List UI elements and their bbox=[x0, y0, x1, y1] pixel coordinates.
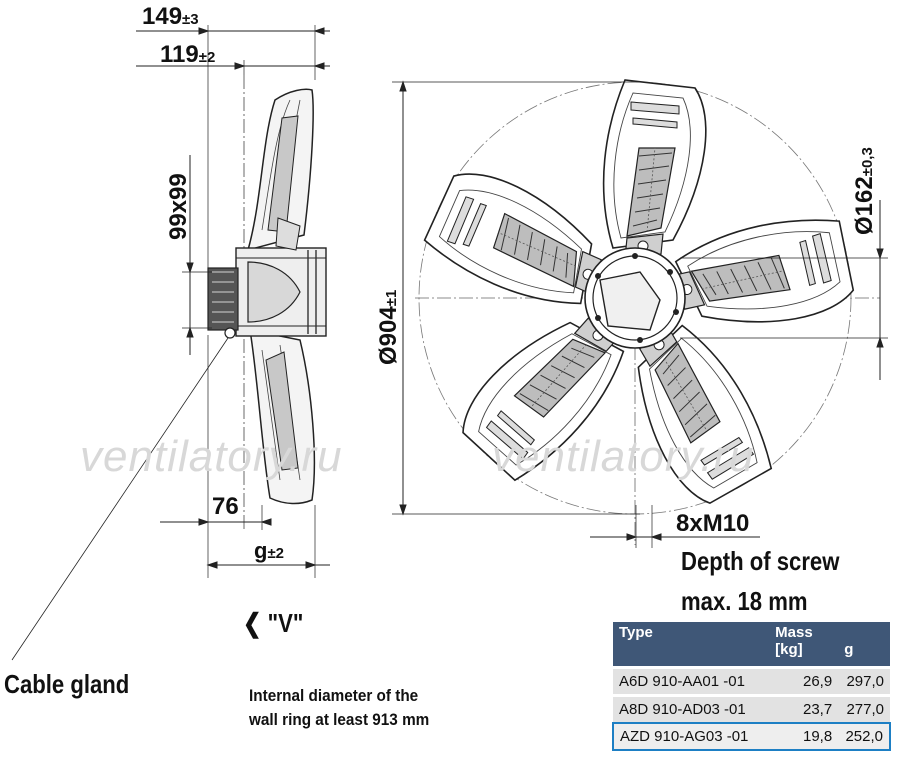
dim-g: g±2 bbox=[254, 538, 284, 563]
table-row: A6D 910-AA01 -01 26,9 297,0 bbox=[613, 666, 890, 696]
row-type: AZD 910-AG03 -01 bbox=[611, 722, 770, 751]
header-g-label: g bbox=[844, 641, 854, 658]
dim-99x99: 99x99 bbox=[165, 173, 192, 240]
dim-76: 76 bbox=[212, 493, 239, 520]
header-mass-label: Mass bbox=[775, 624, 813, 641]
spec-table: Type Mass [kg] g A6D 910-AA01 -01 26,9 2… bbox=[611, 622, 891, 751]
depth-of-screw-line2: max. 18 mm bbox=[681, 586, 808, 616]
side-view: 149±3 119±2 99x99 76 g±2 bbox=[11, 3, 330, 661]
row-g: 252,0 bbox=[838, 722, 891, 751]
dim-diameter-tol: ±1 bbox=[383, 290, 400, 307]
wall-ring-note-line2: wall ring at least 913 mm bbox=[249, 710, 430, 729]
dim-149-tol: ±3 bbox=[182, 11, 199, 28]
table-row: A8D 910-AD03 -01 23,7 277,0 bbox=[613, 694, 890, 723]
header-g: g bbox=[838, 622, 890, 668]
depth-of-screw-line1: Depth of screw bbox=[681, 546, 840, 576]
dim-119-value: 119 bbox=[160, 41, 199, 68]
dim-g-tol: ±2 bbox=[267, 545, 284, 562]
dim-149: 149±3 bbox=[142, 3, 199, 30]
dim-diameter: Ø904±1 bbox=[375, 290, 402, 365]
dim-g-value: g bbox=[254, 538, 267, 563]
table-row-highlighted: AZD 910-AG03 -01 19,8 252,0 bbox=[611, 722, 891, 751]
dim-hub-tol: ±0,3 bbox=[859, 147, 876, 176]
dim-119-tol: ±2 bbox=[199, 49, 216, 66]
wall-ring-note-line1: Internal diameter of the bbox=[249, 686, 419, 705]
dim-hub-value: Ø162 bbox=[851, 176, 878, 235]
dim-diameter-value: Ø904 bbox=[375, 306, 402, 365]
view-label: ❮ "V" bbox=[243, 608, 304, 638]
row-mass: 23,7 bbox=[769, 694, 839, 723]
dim-hub: Ø162±0,3 bbox=[851, 147, 878, 235]
header-type: Type bbox=[613, 622, 770, 668]
row-g: 277,0 bbox=[838, 694, 890, 723]
header-mass: Mass [kg] bbox=[769, 622, 839, 668]
cable-gland-label: Cable gland bbox=[4, 669, 130, 699]
header-mass-unit: [kg] bbox=[775, 641, 803, 658]
row-type: A8D 910-AD03 -01 bbox=[613, 694, 770, 723]
dim-119: 119±2 bbox=[160, 41, 215, 68]
dim-149-value: 149 bbox=[142, 3, 182, 30]
row-g: 297,0 bbox=[838, 666, 890, 696]
row-mass: 19,8 bbox=[769, 722, 839, 751]
row-mass: 26,9 bbox=[769, 666, 839, 696]
watermark-right: ventilatory.ru bbox=[492, 432, 755, 481]
row-type: A6D 910-AA01 -01 bbox=[613, 666, 770, 696]
watermark-left: ventilatory.ru bbox=[80, 432, 343, 481]
front-view: Ø904±1 Ø162±0,3 8xM10 bbox=[375, 79, 888, 548]
dim-screws: 8xM10 bbox=[676, 510, 749, 537]
spec-table-header: Type Mass [kg] g bbox=[613, 622, 890, 668]
